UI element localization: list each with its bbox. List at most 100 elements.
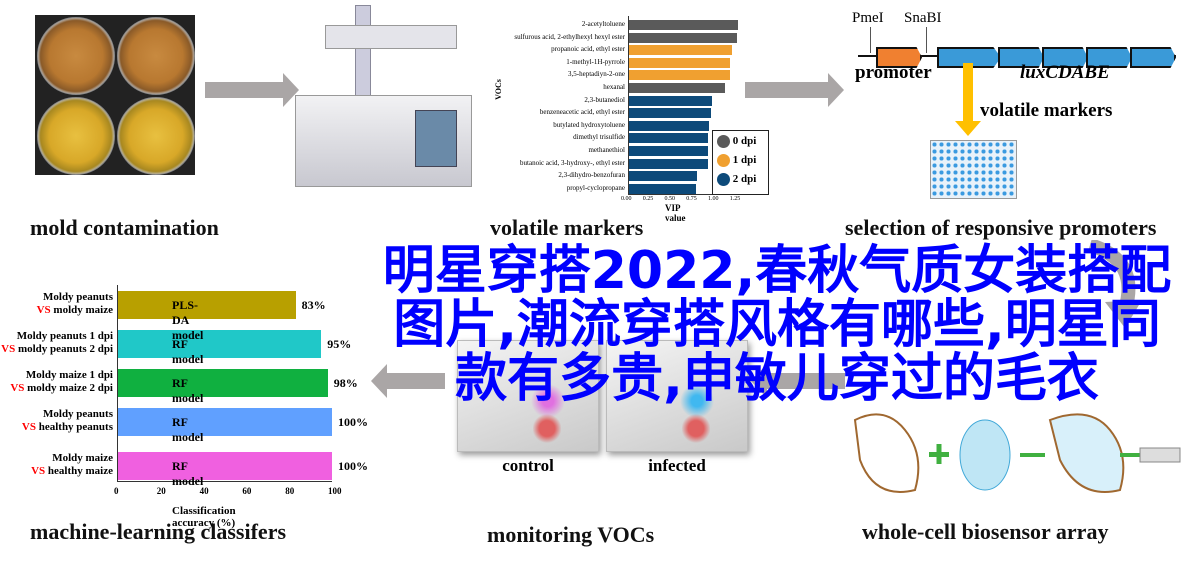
accuracy-value: 95% (327, 337, 352, 351)
stage-label-volatile: volatile markers (490, 215, 644, 240)
model-label: PLS-DA model (172, 298, 204, 342)
gene-construct: PmeI SnaBI promoter luxCDABE volatile ma… (840, 5, 1180, 205)
voc-label: 3,5-heptadiyn-2-one (568, 70, 625, 79)
petri-dish (37, 17, 115, 95)
caption-bio: whole-cell biosensor array (862, 519, 1109, 544)
x-tick-label: 0.00 (621, 196, 632, 202)
arrow-left-icon (751, 364, 845, 398)
promoter-label: promoter (855, 62, 932, 83)
control-label: control (502, 456, 554, 475)
pmei-label: PmeI (852, 10, 884, 26)
accuracy-bar (118, 408, 332, 436)
x-axis-title: Classification accuracy (%) (172, 505, 236, 529)
legend-item: 1 dpi (717, 154, 756, 167)
voc-bar (629, 83, 725, 93)
petri-dish (117, 17, 195, 95)
model-label: RF model (172, 337, 204, 366)
voc-label: butylated hydroxytoluene (553, 120, 625, 129)
x-tick-label: 100 (328, 486, 342, 496)
gc-ms-instrument (295, 5, 472, 190)
voc-bar (629, 45, 732, 56)
voc-label: 1-methyl-1H-pyrrole (566, 57, 625, 66)
voc-bar (629, 120, 710, 131)
petri-dish (117, 97, 195, 175)
legend-item: 2 dpi (717, 173, 756, 186)
infected-label: infected (648, 456, 706, 475)
voc-label: butanoic acid, 3-hydroxy-, ethyl ester (520, 158, 625, 167)
arrow-right-icon (205, 73, 299, 107)
voc-label: propyl-cyclopropane (566, 183, 625, 192)
voc-bar (629, 108, 711, 119)
legend-item: 0 dpi (717, 135, 756, 148)
voc-bar (629, 32, 737, 43)
legend-swatch (717, 135, 730, 148)
x-tick-label: 80 (285, 486, 295, 496)
lux-gene (1130, 47, 1176, 68)
voc-bar (629, 133, 709, 144)
model-label: RF model (172, 459, 204, 488)
stage-label-selection: selection of responsive promoters (845, 215, 1157, 240)
legend: 0 dpi 1 dpi 2 dpi (712, 130, 769, 195)
promoter-gene (876, 47, 922, 68)
x-tick-label: 1.00 (708, 196, 719, 202)
voc-label: hexanal (603, 83, 625, 91)
x-tick-label: 0.50 (664, 196, 676, 202)
x-tick-label: 1.25 (729, 196, 741, 202)
voc-label: dimethyl trisulfide (573, 133, 625, 142)
legend-swatch (717, 154, 730, 167)
x-axis-title: VIP value (665, 203, 686, 223)
arrow-right-icon (745, 73, 844, 107)
stage-label-mold: mold contamination (30, 215, 219, 240)
snabi-label: SnaBI (904, 10, 942, 26)
voc-bar (629, 70, 730, 81)
voc-label: benzeneacetic acid, ethyl ester (539, 108, 625, 117)
accuracy-value: 98% (333, 376, 358, 390)
overlay-title: 明星穿搭2022,春秋气质女装搭配图片,潮流穿搭风格有哪些,明星同款有多贵,申敏… (382, 241, 1172, 409)
biosensor-illustration (853, 413, 1181, 493)
accuracy-value: 100% (338, 459, 368, 473)
well-plate (930, 140, 1017, 199)
legend-swatch (717, 173, 730, 186)
caption-ml: machine-learning classifers (30, 519, 287, 544)
model-label: RF model (172, 415, 204, 444)
voc-label: 2,3-butanediol (584, 95, 625, 104)
voc-bar (629, 158, 709, 169)
x-tick-label: 0 (114, 486, 119, 496)
volatile-markers-label: volatile markers (980, 100, 1113, 121)
voc-bar (629, 146, 709, 156)
voc-bar (629, 183, 696, 194)
voc-bar (629, 95, 712, 106)
accuracy-bar (118, 330, 322, 358)
x-tick-label: 60 (242, 486, 252, 496)
x-tick-label: 0.75 (686, 196, 697, 202)
petri-dish (37, 97, 115, 175)
infected-chamber (606, 340, 748, 452)
model-label: RF model (172, 376, 204, 405)
voc-bar (629, 20, 738, 30)
y-axis-title: VOCs (493, 79, 503, 100)
x-tick-label: 0.25 (642, 196, 654, 202)
voc-label: sulfurous acid, 2-ethylhexyl hexyl ester (514, 32, 625, 41)
x-tick-label: 40 (199, 486, 209, 496)
voc-label: 2-acetyltoluene (581, 20, 625, 28)
voc-bar (629, 171, 697, 182)
voc-label: propanoic acid, ethyl ester (551, 45, 625, 54)
accuracy-bar (118, 291, 296, 319)
accuracy-value: 83% (301, 298, 326, 312)
accuracy-bar (118, 452, 332, 480)
voc-label: methanethiol (588, 146, 625, 154)
voc-bar (629, 57, 730, 68)
curved-arrow-icon (1087, 240, 1142, 328)
voc-label: 2,3-dihydro-benzofuran (558, 171, 625, 180)
accuracy-bar (118, 369, 328, 397)
x-tick-label: 20 (156, 486, 166, 496)
accuracy-value: 100% (338, 415, 368, 429)
control-chamber (457, 340, 599, 452)
caption-voc: monitoring VOCs (487, 522, 655, 547)
lux-label: luxCDABE (1020, 62, 1110, 83)
